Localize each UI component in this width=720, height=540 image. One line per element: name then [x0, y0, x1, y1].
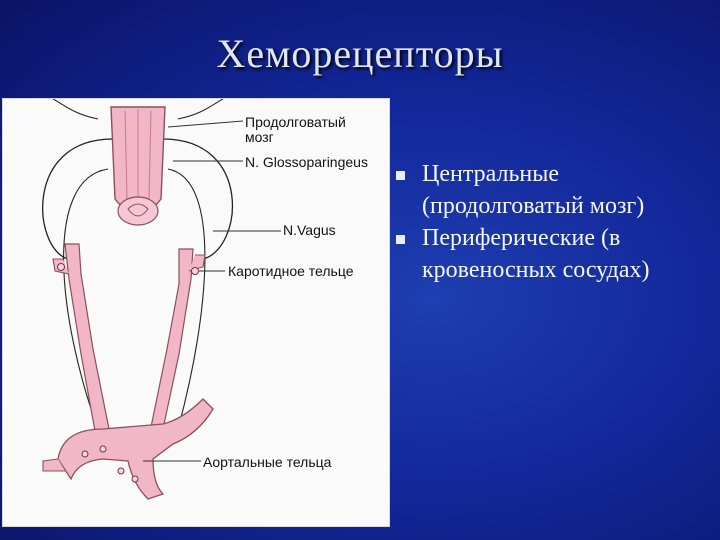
- left-carotid-body: [57, 263, 65, 271]
- aortic-body-2: [99, 445, 107, 453]
- right-carotid-body: [191, 267, 199, 275]
- right-carotid-artery: [150, 248, 194, 430]
- right-glosso-nerve: [162, 138, 234, 260]
- aortic-body-1: [81, 450, 89, 458]
- label-aortic-bodies: Аортальные тельца: [203, 454, 332, 470]
- label-medulla: Продолговатый мозг: [245, 114, 346, 145]
- chemoreceptor-diagram: Продолговатый мозг N. Glossoparingeus N.…: [2, 98, 390, 527]
- aortic-arch: [57, 398, 214, 500]
- label-carotid-body: Каротидное тельце: [228, 263, 354, 279]
- label-glossopharyngeus: N. Glossoparingeus: [245, 154, 368, 170]
- aortic-body-3: [117, 467, 125, 475]
- leader-medulla: [167, 120, 244, 128]
- bullet-item-peripheral: Периферические (в кровеносных сосудах): [392, 222, 712, 286]
- slide-title: Хеморецепторы: [216, 31, 504, 76]
- left-glosso-nerve: [42, 138, 114, 260]
- left-carotid-artery: [64, 243, 110, 432]
- bullet-text: Периферические (в кровеносных сосудах): [422, 225, 650, 283]
- label-vagus: N.Vagus: [283, 222, 336, 238]
- bullet-square-icon: [396, 235, 405, 244]
- aortic-body-4: [131, 475, 139, 483]
- bullet-text: Центральные (продолговатый мозг): [422, 161, 645, 219]
- bullet-list: Центральные (продолговатый мозг) Перифер…: [392, 158, 712, 286]
- anatomy-illustration: [42, 99, 281, 500]
- right-vagus-nerve: [167, 168, 206, 430]
- bullet-square-icon: [396, 171, 405, 180]
- bullet-item-central: Центральные (продолговатый мозг): [392, 158, 712, 222]
